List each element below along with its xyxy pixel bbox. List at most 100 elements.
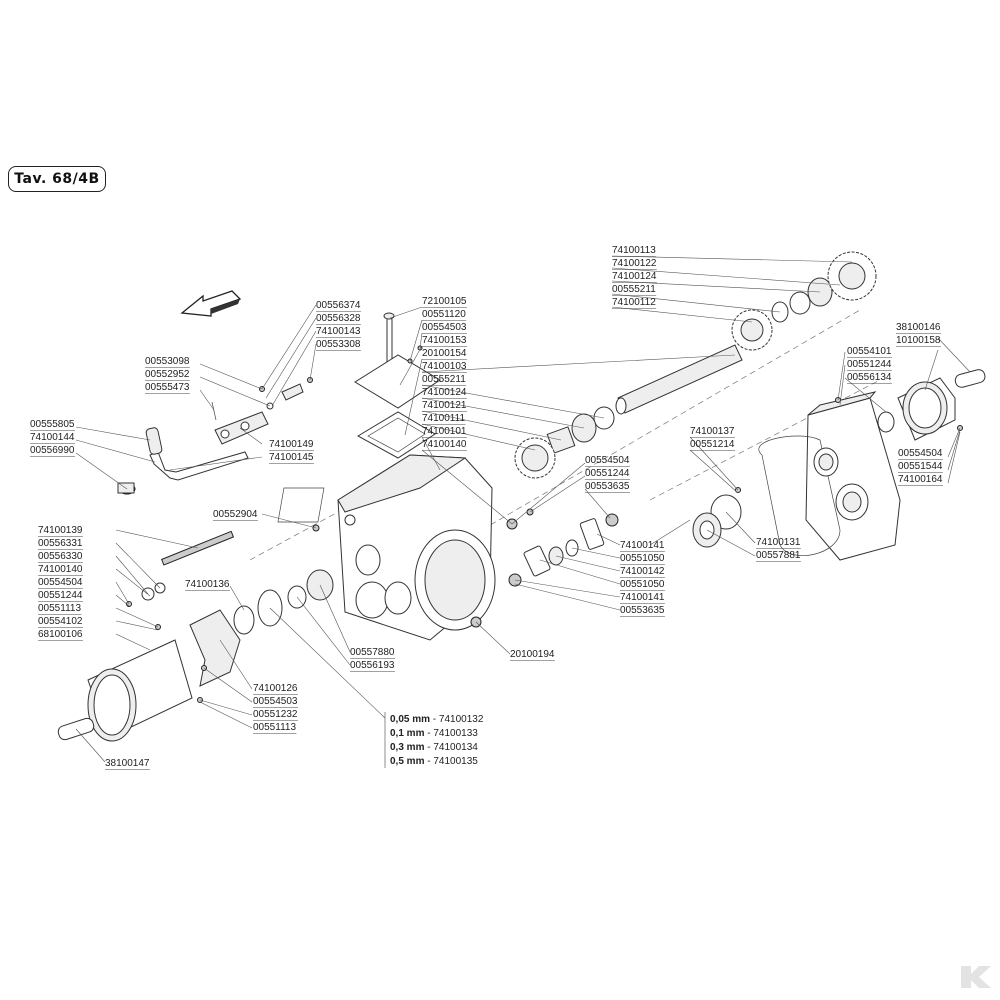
part-label: 74100101 xyxy=(422,426,467,437)
part-label: 00556328 xyxy=(316,313,361,324)
part-label: 74100144 xyxy=(30,432,75,443)
part-label: 00555473 xyxy=(145,382,190,393)
label-group-left-tube: 38100147 xyxy=(105,758,150,770)
shim-row: 0,5 mm - 74100135 xyxy=(390,756,478,767)
part-label: 00556134 xyxy=(847,372,892,383)
part-label: 00553635 xyxy=(585,481,630,492)
part-label: 68100106 xyxy=(38,629,83,640)
part-label: 00555805 xyxy=(30,419,75,430)
part-label: 74100131 xyxy=(756,537,801,548)
part-label: 00551120 xyxy=(422,309,466,320)
part-label: 00551050 xyxy=(620,579,665,590)
part-label: 38100146 xyxy=(896,322,941,333)
part-label: 00554102 xyxy=(38,616,83,627)
part-label: 00554504 xyxy=(898,448,943,459)
part-label: 00557880 xyxy=(350,647,395,658)
part-label: 00553308 xyxy=(316,339,361,350)
label-group-input-shaft: 74100139 00556331 00556330 74100140 0055… xyxy=(38,525,83,641)
shift-lever-assembly xyxy=(117,377,313,495)
label-group-right-tube: 38100146 10100158 xyxy=(896,322,941,347)
part-label: 00551113 xyxy=(253,722,296,733)
part-label: 00553098 xyxy=(145,356,190,367)
part-label: 74100126 xyxy=(253,683,298,694)
part-label: 00551050 xyxy=(620,553,665,564)
part-label: 00551244 xyxy=(38,590,83,601)
part-label: 00552904 xyxy=(213,509,258,520)
part-label: 72100105 xyxy=(422,296,467,307)
assembly-axis-lines xyxy=(249,309,881,561)
label-group-bearing-right: 74100131 00557881 xyxy=(756,537,801,562)
part-label: 20100194 xyxy=(510,649,555,660)
main-gearbox-housing xyxy=(277,454,496,641)
label-group-selector: 74100141 00551050 74100142 00551050 7410… xyxy=(620,540,665,617)
part-label: 00554503 xyxy=(253,696,298,707)
part-label: 74100141 xyxy=(620,592,665,603)
part-label: 00552952 xyxy=(145,369,190,380)
brand-logo-icon xyxy=(961,966,991,988)
part-label: 00554504 xyxy=(585,455,630,466)
table-code-badge: Tav. 68/4B xyxy=(8,166,106,192)
part-label: 74100143 xyxy=(316,326,361,337)
part-label: 00551232 xyxy=(253,709,298,720)
part-label: 00551244 xyxy=(585,468,630,479)
label-group-bolts-mid: 00554504 00551244 00553635 xyxy=(585,455,630,493)
part-label: 74100124 xyxy=(422,387,467,398)
leader-lines xyxy=(75,255,971,763)
label-group-cover-gasket: 74100137 00551214 xyxy=(690,426,735,451)
part-label: 74100136 xyxy=(185,579,230,590)
part-label: 74100142 xyxy=(620,566,665,577)
part-label: 74100140 xyxy=(422,439,467,450)
label-group-lever-pins: 00553098 00552952 00555473 xyxy=(145,356,190,394)
label-group-right-bolts: 00554504 00551544 74100164 xyxy=(898,448,943,486)
label-group-main-shaft: 72100105 00551120 00554503 74100153 2010… xyxy=(422,296,467,451)
part-label: 00556331 xyxy=(38,538,83,549)
part-label: 74100103 xyxy=(422,361,467,372)
part-label: 74100140 xyxy=(38,564,83,575)
top-cover-plate xyxy=(354,312,441,459)
part-label: 00551244 xyxy=(847,359,892,370)
part-label: 74100137 xyxy=(690,426,735,437)
label-group-right-seal: 00554101 00551244 00556134 xyxy=(847,346,892,384)
shim-row: 0,1 mm - 74100133 xyxy=(390,728,478,739)
label-group-shift-fork: 00556374 00556328 74100143 00553308 xyxy=(316,300,361,351)
selector-small-parts xyxy=(508,513,619,587)
part-label: 74100124 xyxy=(612,271,657,282)
part-label: 00557881 xyxy=(756,550,801,561)
label-group-plug: 00552904 xyxy=(213,509,258,521)
part-label: 00554503 xyxy=(422,322,467,333)
part-label: 00556193 xyxy=(350,660,395,671)
part-label: 74100141 xyxy=(620,540,665,551)
label-group-lever: 00555805 74100144 00556990 xyxy=(30,419,75,457)
part-label: 74100112 xyxy=(612,297,656,308)
label-group-drain-plug: 20100194 xyxy=(510,649,555,661)
part-label: 00555211 xyxy=(612,284,656,295)
part-label: 74100153 xyxy=(422,335,467,346)
part-label: 00556990 xyxy=(30,445,75,456)
part-label: 74100164 xyxy=(898,474,943,485)
right-side-cover xyxy=(692,369,986,561)
part-label: 38100147 xyxy=(105,758,150,769)
label-group-upper-gears: 74100113 74100122 74100124 00555211 7410… xyxy=(612,245,657,309)
part-label: 74100121 xyxy=(422,400,467,411)
part-label: 00554101 xyxy=(847,346,892,357)
direction-arrow-icon xyxy=(180,290,242,317)
shim-row: 0,05 mm - 74100132 xyxy=(390,714,484,725)
part-label: 00551113 xyxy=(38,603,81,614)
part-label: 00556374 xyxy=(316,300,361,311)
part-label: 74100111 xyxy=(422,413,465,424)
part-label: 10100158 xyxy=(896,335,941,346)
part-label: 20100154 xyxy=(422,348,467,359)
part-label: 00551214 xyxy=(690,439,735,450)
part-label: 74100149 xyxy=(269,439,314,450)
part-label: 74100145 xyxy=(269,452,314,463)
part-label: 00553635 xyxy=(620,605,665,616)
label-group-seal-left: 74100136 xyxy=(185,579,230,591)
part-label: 00556330 xyxy=(38,551,83,562)
label-group-bearing-left: 00557880 00556193 xyxy=(350,647,395,672)
label-group-left-cover: 74100126 00554503 00551232 00551113 xyxy=(253,683,298,734)
part-label: 00554504 xyxy=(38,577,83,588)
label-group-fork-rod: 74100149 74100145 xyxy=(269,439,314,464)
part-label: 74100122 xyxy=(612,258,657,269)
